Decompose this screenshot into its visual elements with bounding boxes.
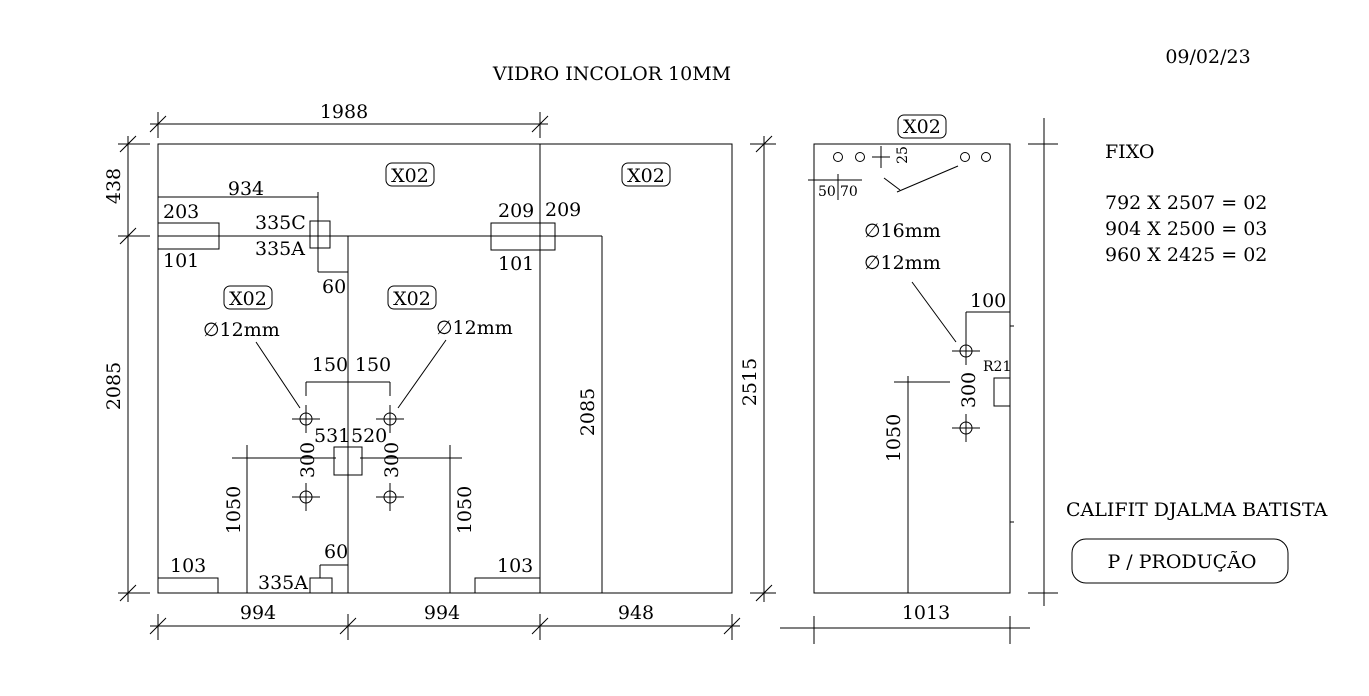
tag-x02-right: X02 (621, 162, 671, 187)
fixo-line-3: 960 X 2425 = 02 (1105, 244, 1267, 266)
svg-text:1050: 1050 (223, 486, 245, 534)
svg-text:25: 25 (895, 146, 911, 164)
hole-3 (292, 483, 320, 511)
svg-text:1050: 1050 (883, 414, 905, 462)
floor-box-103-right (474, 577, 541, 594)
svg-text:335C: 335C (255, 212, 306, 234)
svg-text:531: 531 (314, 425, 350, 447)
svg-text:100: 100 (970, 290, 1006, 312)
side-hole-small-4 (981, 152, 991, 162)
dim-bottom-3: 948 (618, 602, 654, 624)
dim-bottom-1: 994 (240, 602, 276, 624)
svg-text:X02: X02 (627, 165, 665, 187)
svg-text:∅12mm: ∅12mm (864, 252, 941, 274)
svg-text:101: 101 (498, 253, 534, 275)
svg-text:300: 300 (381, 442, 403, 478)
dim-top-width: 1988 (320, 101, 368, 123)
main-dimension-lines: 1988 438 2085 2515 994 994 948 (103, 101, 776, 640)
svg-text:60: 60 (324, 541, 348, 563)
side-hole-small-2 (855, 152, 865, 162)
svg-text:209: 209 (498, 200, 534, 222)
svg-text:2085: 2085 (577, 388, 599, 436)
floor-box-103-left (157, 577, 219, 594)
svg-text:103: 103 (497, 555, 533, 577)
tag-x02-top: X02 (385, 162, 435, 187)
svg-text:934: 934 (228, 178, 264, 200)
svg-text:203: 203 (163, 201, 199, 223)
svg-text:300: 300 (958, 372, 980, 408)
hinge-box-209 (490, 222, 556, 251)
client-name: CALIFIT DJALMA BATISTA (1066, 499, 1328, 521)
dim-left-height: 2085 (103, 362, 125, 410)
side-width-dim: 1013 (902, 602, 950, 624)
side-hole-small-1 (833, 152, 843, 162)
side-hole-1 (952, 337, 980, 365)
drawing-date: 09/02/23 (1165, 46, 1250, 68)
svg-text:X02: X02 (903, 116, 941, 138)
fixo-line-1: 792 X 2507 = 02 (1105, 192, 1267, 214)
side-tag-x02: X02 (897, 114, 947, 139)
svg-text:X02: X02 (391, 165, 429, 187)
dim-right-height: 2515 (739, 358, 761, 406)
tag-x02-left: X02 (223, 285, 273, 310)
svg-text:103: 103 (170, 555, 206, 577)
drawing-title: VIDRO INCOLOR 10MM (492, 63, 731, 85)
main-panel-outline (157, 143, 733, 594)
svg-text:60: 60 (322, 276, 346, 298)
svg-text:335A: 335A (255, 238, 305, 260)
hole-label-right: ∅12mm (436, 317, 513, 339)
svg-text:50: 50 (818, 184, 836, 200)
hole-1 (292, 405, 320, 433)
hinge-box-203 (157, 222, 220, 250)
side-notch-r21 (993, 377, 1011, 407)
tag-x02-center: X02 (387, 285, 437, 310)
svg-text:∅16mm: ∅16mm (864, 220, 941, 242)
fixo-heading: FIXO (1105, 141, 1154, 163)
svg-text:1050: 1050 (454, 486, 476, 534)
hole-label-left: ∅12mm (203, 319, 280, 341)
dim-bottom-2: 994 (424, 602, 460, 624)
main-panel: X02 X02 X02 X02 ∅12mm ∅12mm 934 203 101 … (157, 143, 733, 594)
svg-text:300: 300 (297, 442, 319, 478)
side-panel-outline (813, 143, 1011, 594)
svg-text:335A: 335A (258, 572, 308, 594)
fixo-list: FIXO 792 X 2507 = 02 904 X 2500 = 03 960… (1105, 141, 1267, 266)
svg-text:P / PRODUÇÃO: P / PRODUÇÃO (1107, 551, 1256, 573)
hinge-box-335c (309, 220, 331, 249)
svg-text:X02: X02 (229, 288, 267, 310)
fixo-line-2: 904 X 2500 = 03 (1105, 218, 1267, 240)
floor-box-335a (309, 577, 333, 594)
dim-left-top: 438 (103, 168, 125, 204)
svg-text:150: 150 (355, 354, 391, 376)
svg-text:209: 209 (545, 199, 581, 221)
hole-4 (376, 483, 404, 511)
svg-text:101: 101 (163, 250, 199, 272)
svg-text:R21: R21 (983, 359, 1011, 375)
side-panel: X02 25 50 70 ∅16mm ∅12mm 100 (780, 114, 1058, 644)
svg-text:520: 520 (351, 425, 387, 447)
side-hole-small-3 (960, 152, 970, 162)
production-stamp: P / PRODUÇÃO (1071, 538, 1289, 584)
svg-text:X02: X02 (393, 288, 431, 310)
side-hole-2 (952, 414, 980, 442)
svg-text:70: 70 (840, 184, 858, 200)
svg-text:150: 150 (312, 354, 348, 376)
hole-2 (376, 405, 404, 433)
